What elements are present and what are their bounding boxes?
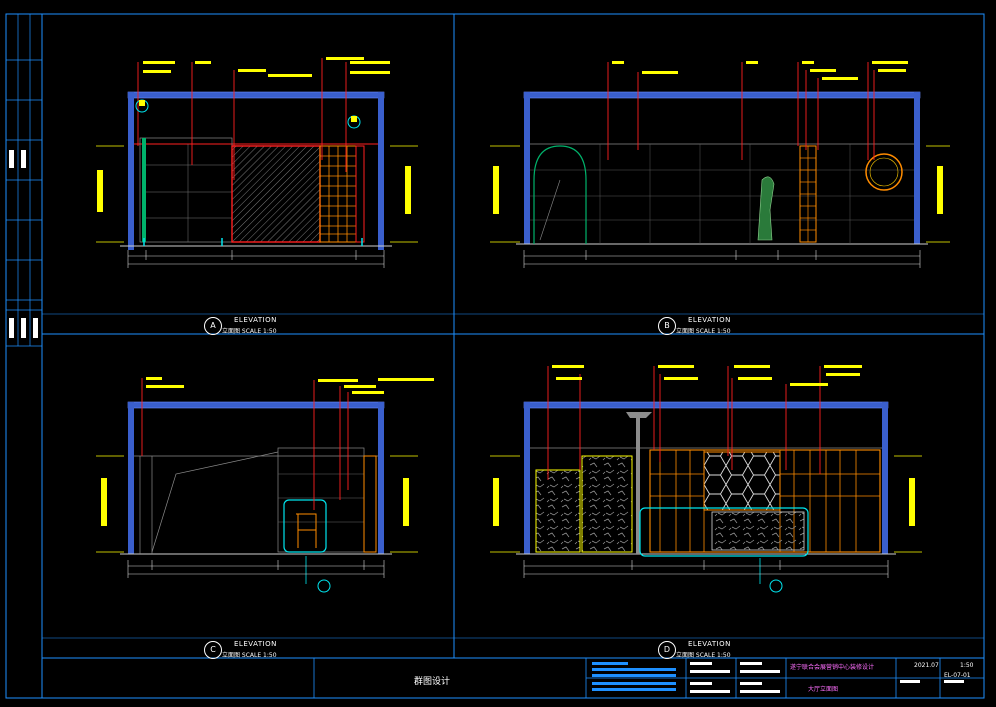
elevation-a-id: A	[204, 317, 222, 335]
elevation-b	[490, 61, 950, 268]
elevation-d	[490, 365, 922, 593]
elevation-b-title: ELEVATION	[688, 316, 731, 324]
elevation-c-title: ELEVATION	[234, 640, 277, 648]
elevation-d-subtitle: 立面图 SCALE 1:50	[676, 652, 731, 659]
title-block	[313, 658, 984, 698]
elevation-b-id: B	[658, 317, 676, 335]
project-name: 遂宁联合会展营销中心装修设计	[790, 664, 875, 671]
elevation-a-subtitle: 立面图 SCALE 1:50	[222, 328, 277, 335]
elevation-a-label: A ELEVATION 立面图 SCALE 1:50	[204, 316, 314, 336]
sheet-name: 大厅立面图	[808, 686, 839, 693]
elevation-c-label: C ELEVATION 立面图 SCALE 1:50	[204, 640, 314, 660]
elevation-a	[96, 57, 418, 268]
elevation-d-label: D ELEVATION 立面图 SCALE 1:50	[658, 640, 768, 660]
elevation-c-subtitle: 立面图 SCALE 1:50	[222, 652, 277, 659]
elevation-d-id: D	[658, 641, 676, 659]
elevation-c-id: C	[204, 641, 222, 659]
title-block-fills	[592, 662, 964, 693]
sheet-frame	[5, 13, 985, 699]
sheet-number: EL-07-01	[944, 672, 971, 679]
elevation-a-title: ELEVATION	[234, 316, 277, 324]
elevation-b-subtitle: 立面图 SCALE 1:50	[676, 328, 731, 335]
design-company-label: 群图设计	[414, 677, 451, 687]
elevation-b-label: B ELEVATION 立面图 SCALE 1:50	[658, 316, 768, 336]
elevation-c	[96, 377, 434, 593]
elevation-d-title: ELEVATION	[688, 640, 731, 648]
left-title-strip	[6, 14, 42, 347]
drawing-date: 2021.07	[914, 662, 939, 669]
drawing-scale: 1:50	[960, 662, 974, 669]
